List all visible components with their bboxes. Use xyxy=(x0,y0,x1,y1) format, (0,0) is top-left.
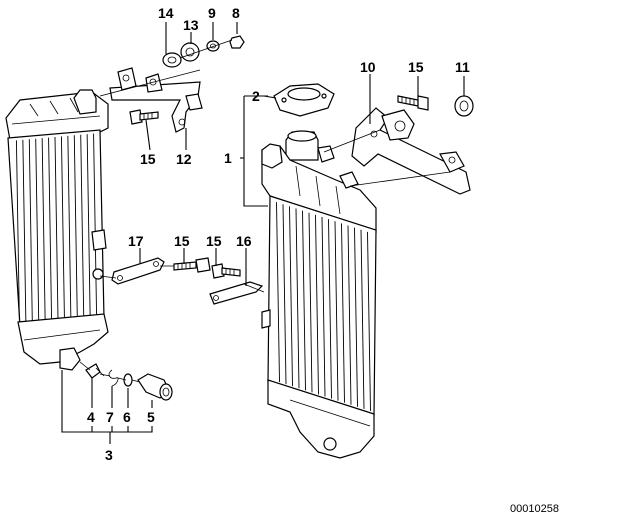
core-fin-line xyxy=(334,221,339,401)
label-2: 2 xyxy=(252,88,260,104)
label-14: 14 xyxy=(158,5,174,21)
core-fin-line xyxy=(67,135,72,318)
left-bracket xyxy=(109,67,203,133)
core-fin-line xyxy=(80,134,85,317)
label-10: 10 xyxy=(360,59,376,75)
nut-8 xyxy=(229,35,245,49)
label-8: 8 xyxy=(232,5,240,21)
hex-screw-upper-right xyxy=(397,95,429,111)
label-3: 3 xyxy=(105,447,113,463)
core-fin-line xyxy=(276,202,280,383)
core-fin-line xyxy=(22,139,27,322)
diagram-id: 00010258 xyxy=(510,503,559,515)
hex-screw-middle xyxy=(173,257,211,273)
core-fin-line xyxy=(302,210,306,391)
core-fin-line xyxy=(360,229,365,409)
clip-7 xyxy=(108,369,119,387)
left-drain-boss xyxy=(59,347,81,371)
rubber-grommet xyxy=(454,95,474,117)
left-radiator xyxy=(5,89,109,371)
core-fin-line xyxy=(73,135,78,318)
core-fin-line xyxy=(54,136,59,320)
core-fin-line xyxy=(308,212,313,393)
label-12: 12 xyxy=(176,151,192,167)
core-fin-line xyxy=(282,204,287,385)
label-1: 1 xyxy=(224,150,232,166)
core-fin-line xyxy=(60,136,65,319)
core-fin-line xyxy=(367,231,371,411)
label-16: 16 xyxy=(236,233,252,249)
right-drain-boss xyxy=(323,437,337,451)
core-fin-line xyxy=(321,216,326,397)
core-fin-line xyxy=(354,227,358,407)
left-mount-grommet xyxy=(92,268,104,280)
washer-14 xyxy=(162,52,182,68)
label-7: 7 xyxy=(106,409,114,425)
core-fin-line xyxy=(289,206,293,387)
core-fin-line xyxy=(35,138,40,321)
part-labels: 14 13 9 8 2 10 15 11 15 12 1 17 15 15 16… xyxy=(87,5,559,515)
label-11: 11 xyxy=(455,59,470,75)
core-fin-line xyxy=(48,137,53,320)
mounting-strap-16 xyxy=(209,281,265,305)
right-radiator xyxy=(261,130,377,459)
core-fin-line xyxy=(341,223,345,403)
label-15-middle: 15 xyxy=(174,233,190,249)
label-13: 13 xyxy=(183,17,199,33)
core-fin-line xyxy=(15,140,20,323)
label-15-upper-right: 15 xyxy=(408,59,424,75)
washer-9 xyxy=(206,40,220,52)
core-fin-line xyxy=(86,134,91,317)
label-17: 17 xyxy=(128,233,144,249)
label-4: 4 xyxy=(87,409,95,425)
drain-plug-4 xyxy=(85,363,105,379)
left-core-fins xyxy=(15,133,98,323)
hex-screw-upper-left xyxy=(129,109,159,125)
label-15-right-middle: 15 xyxy=(206,233,222,249)
core-fin-line xyxy=(28,139,33,322)
hex-screw-right-middle xyxy=(211,263,241,279)
core-fin-line xyxy=(41,138,46,321)
radiator-cap xyxy=(273,83,335,117)
label-15-upper-left: 15 xyxy=(140,151,156,167)
mounting-strap-17 xyxy=(111,257,165,285)
label-6: 6 xyxy=(123,409,131,425)
label-9: 9 xyxy=(208,5,216,21)
right-core-fins xyxy=(276,202,371,411)
hose-connector-5 xyxy=(137,373,173,401)
core-fin-line xyxy=(93,133,98,316)
leader-lines xyxy=(61,22,465,444)
core-fin-line xyxy=(328,219,332,399)
right-bracket xyxy=(351,107,471,195)
core-fin-line xyxy=(295,208,300,389)
core-fin-line xyxy=(347,225,352,405)
label-5: 5 xyxy=(147,409,155,425)
core-fin-line xyxy=(315,214,319,395)
